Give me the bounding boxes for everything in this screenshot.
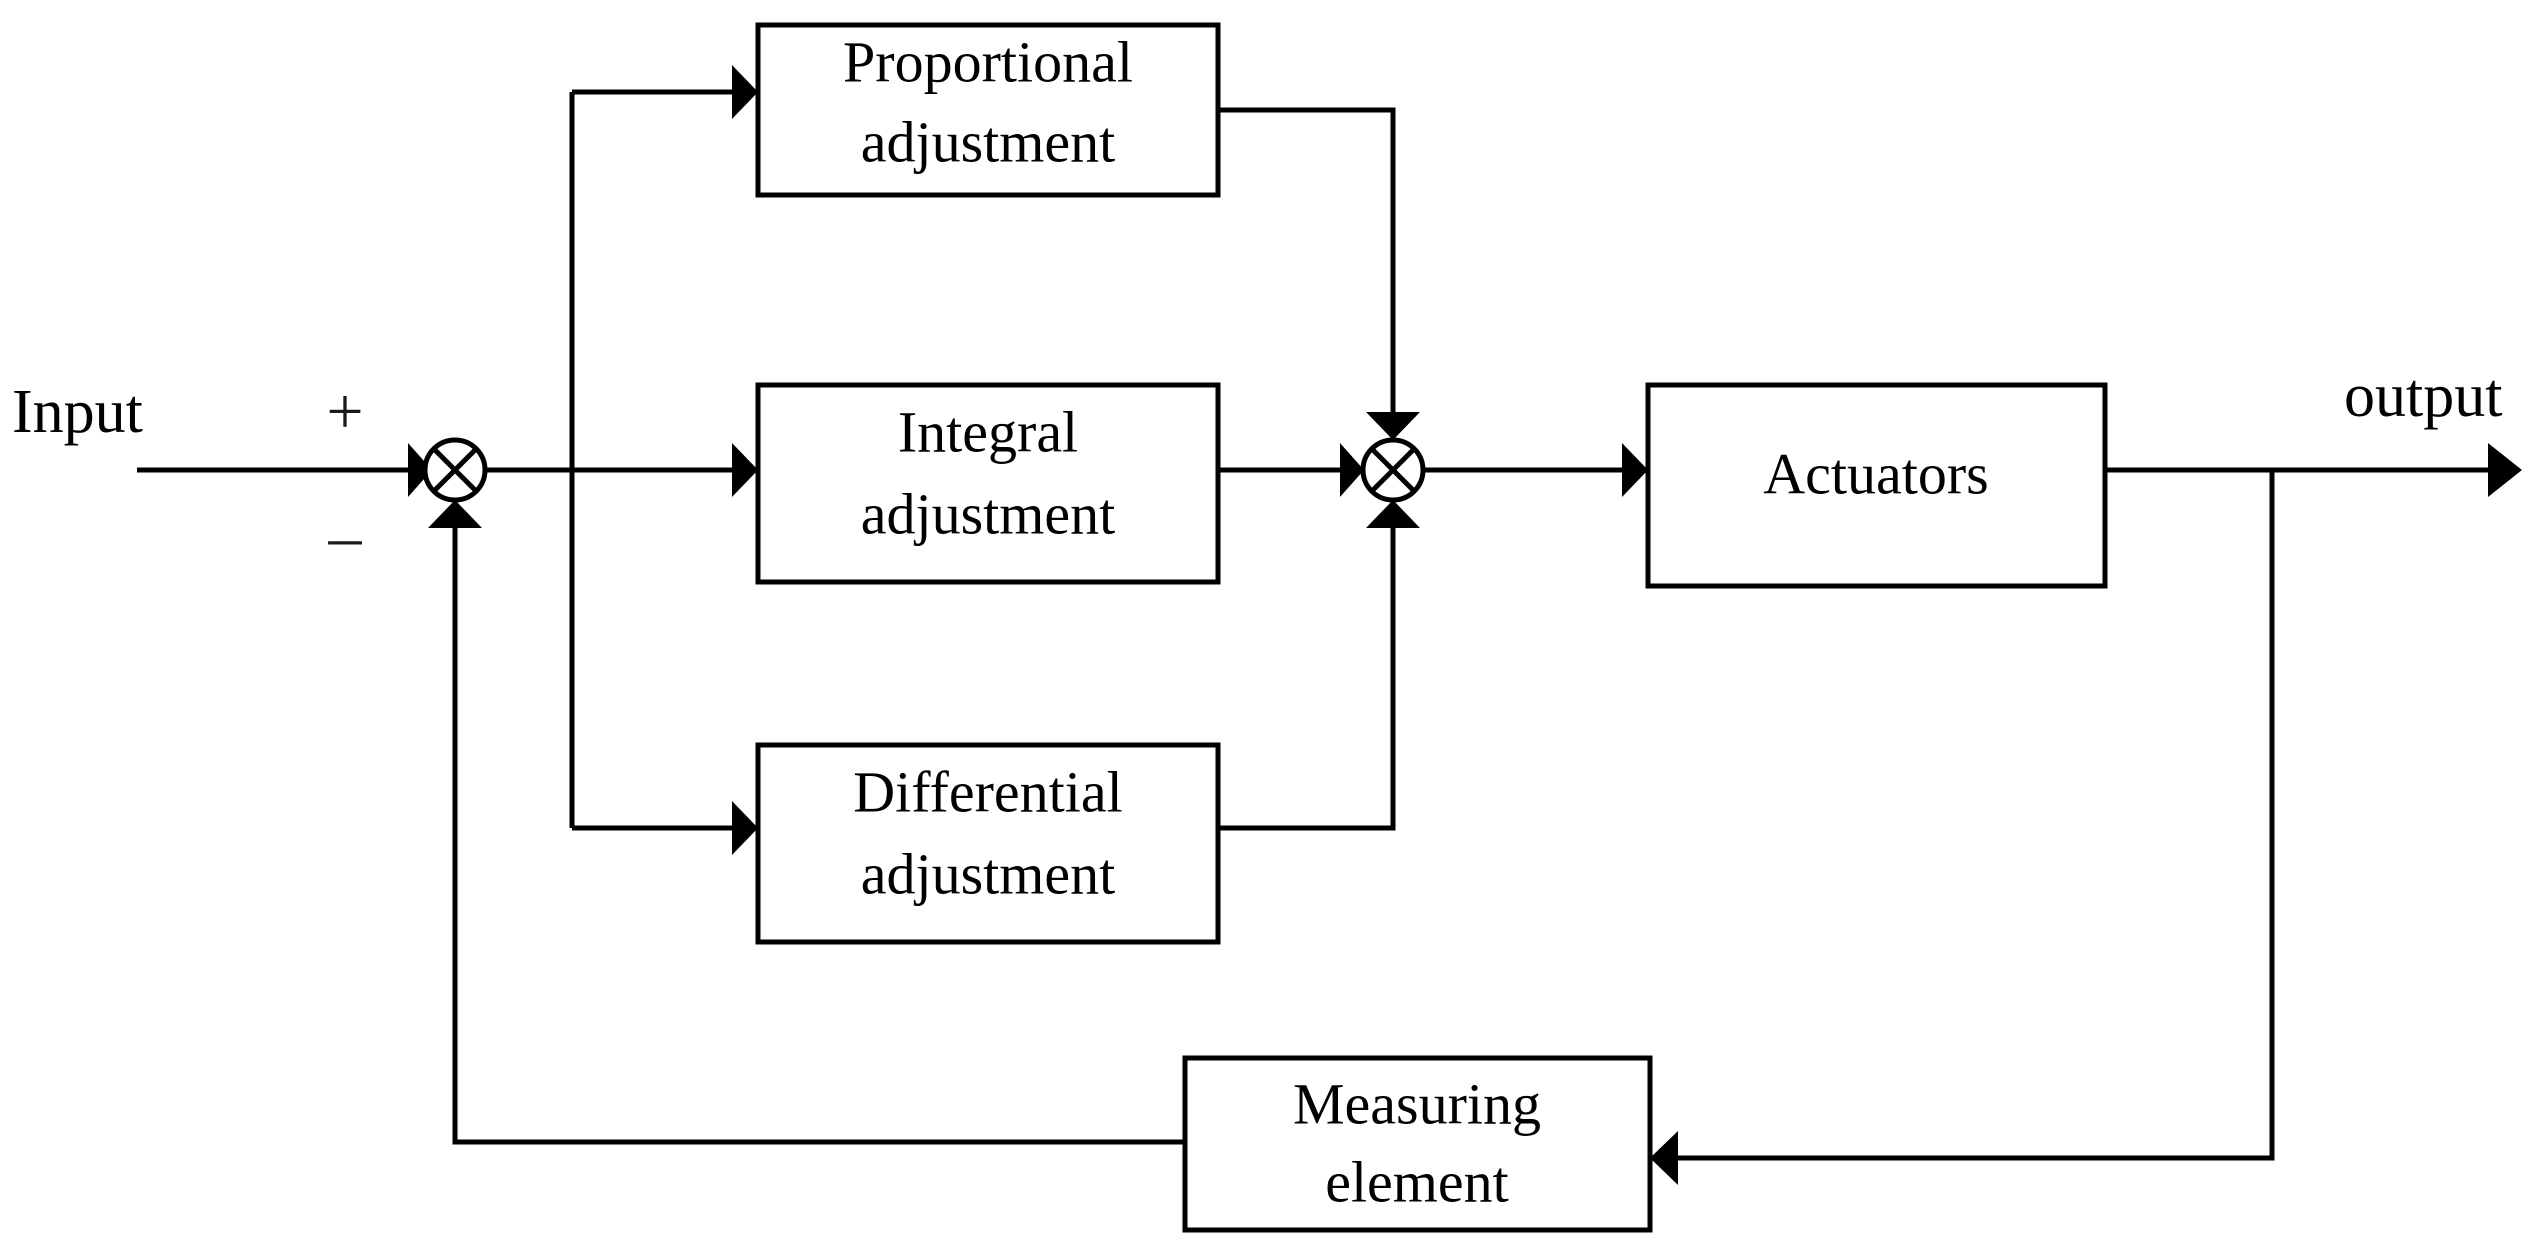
block-outline [1182, 1055, 1653, 1233]
block-integral-adjustment[interactable]: Integral adjustment [755, 382, 1221, 585]
arrow-head-icon [1622, 443, 1648, 497]
block-outline [755, 742, 1221, 945]
block-actuators[interactable]: Actuators [1645, 382, 2108, 589]
block-label-line1: Proportional [843, 29, 1133, 94]
arrow-head-icon [732, 801, 758, 855]
block-label-line2: adjustment [861, 481, 1116, 546]
block-label-line2: element [1325, 1149, 1509, 1214]
minus-sign-label: – [328, 500, 363, 573]
block-label-line1: Actuators [1763, 441, 1989, 506]
output-label: output [2344, 362, 2502, 430]
arrow-head-icon [732, 65, 758, 119]
arrow-head-icon [1340, 443, 1364, 497]
block-outline [1645, 382, 2108, 589]
wire-differential-to-pid-sum [1218, 500, 1420, 831]
wire-input-to-error-sum [137, 443, 432, 497]
wire-actuators-to-output [2105, 443, 2522, 497]
block-label-line1: Measuring [1293, 1071, 1541, 1136]
block-label-line2: adjustment [861, 841, 1116, 906]
wire-split-to-proportional [572, 65, 758, 119]
block-label-line1: Integral [898, 399, 1078, 464]
wire-pid-sum-to-actuators [1423, 443, 1648, 497]
block-differential-adjustment[interactable]: Differential adjustment [755, 742, 1221, 945]
wire-output-to-measuring [1650, 470, 2275, 1185]
input-label: Input [12, 378, 143, 446]
wire-integral-to-pid-sum [1218, 443, 1364, 497]
block-outline [755, 382, 1221, 585]
sum-cross-icon [432, 447, 478, 493]
block-label-line1: Differential [853, 759, 1122, 824]
arrow-head-icon [408, 443, 432, 497]
arrow-head-icon [2488, 443, 2522, 497]
block-label-line2: adjustment [861, 109, 1116, 174]
sum-cross-icon [1370, 447, 1416, 493]
wire-split-to-integral [572, 443, 758, 497]
summing-junction-pid [1360, 437, 1426, 503]
wire-split-to-differential [572, 801, 758, 855]
arrow-head-icon [1650, 1131, 1678, 1185]
block-outline [755, 22, 1221, 198]
block-measuring-element[interactable]: Measuring element [1182, 1055, 1653, 1233]
block-proportional-adjustment[interactable]: Proportional adjustment [755, 22, 1221, 198]
summing-junction-error [422, 437, 488, 503]
wire-proportional-to-pid-sum [1218, 107, 1420, 440]
wire-measuring-to-error-sum [428, 500, 1185, 1145]
arrow-head-icon [1366, 500, 1420, 528]
arrow-head-icon [732, 443, 758, 497]
plus-sign-label: + [326, 375, 363, 448]
arrow-head-icon [428, 500, 482, 528]
arrow-head-icon [1366, 412, 1420, 440]
